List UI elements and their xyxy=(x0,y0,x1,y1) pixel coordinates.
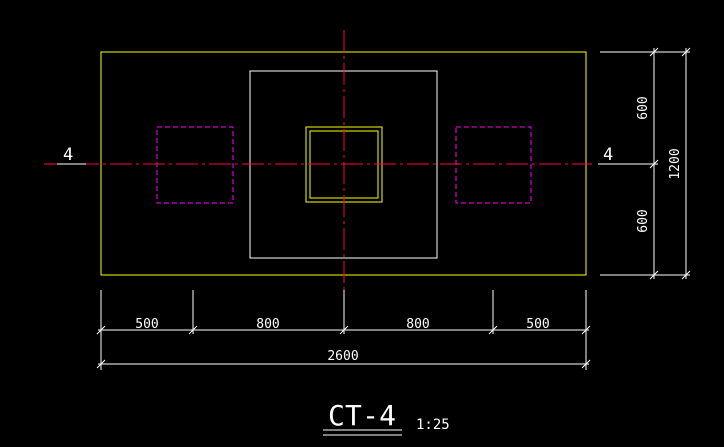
dim-right-2: 600 xyxy=(636,209,651,232)
section-mark-right: 4 xyxy=(603,145,613,165)
dim-bottom-3: 800 xyxy=(406,317,429,332)
dim-right-total: 1200 xyxy=(668,148,683,179)
pile-right xyxy=(455,126,532,204)
bottom-dimensions xyxy=(96,290,591,370)
drawing-title: CT-4 xyxy=(328,399,396,432)
right-dimensions xyxy=(600,47,691,280)
dim-bottom-total: 2600 xyxy=(327,349,358,364)
dim-right-1: 600 xyxy=(636,96,651,119)
section-mark-left: 4 xyxy=(63,145,73,165)
dim-bottom-4: 500 xyxy=(526,317,549,332)
drawing-scale: 1:25 xyxy=(416,417,450,433)
dim-bottom-2: 800 xyxy=(256,317,279,332)
pile-left xyxy=(156,126,234,204)
dim-bottom-1: 500 xyxy=(135,317,158,332)
